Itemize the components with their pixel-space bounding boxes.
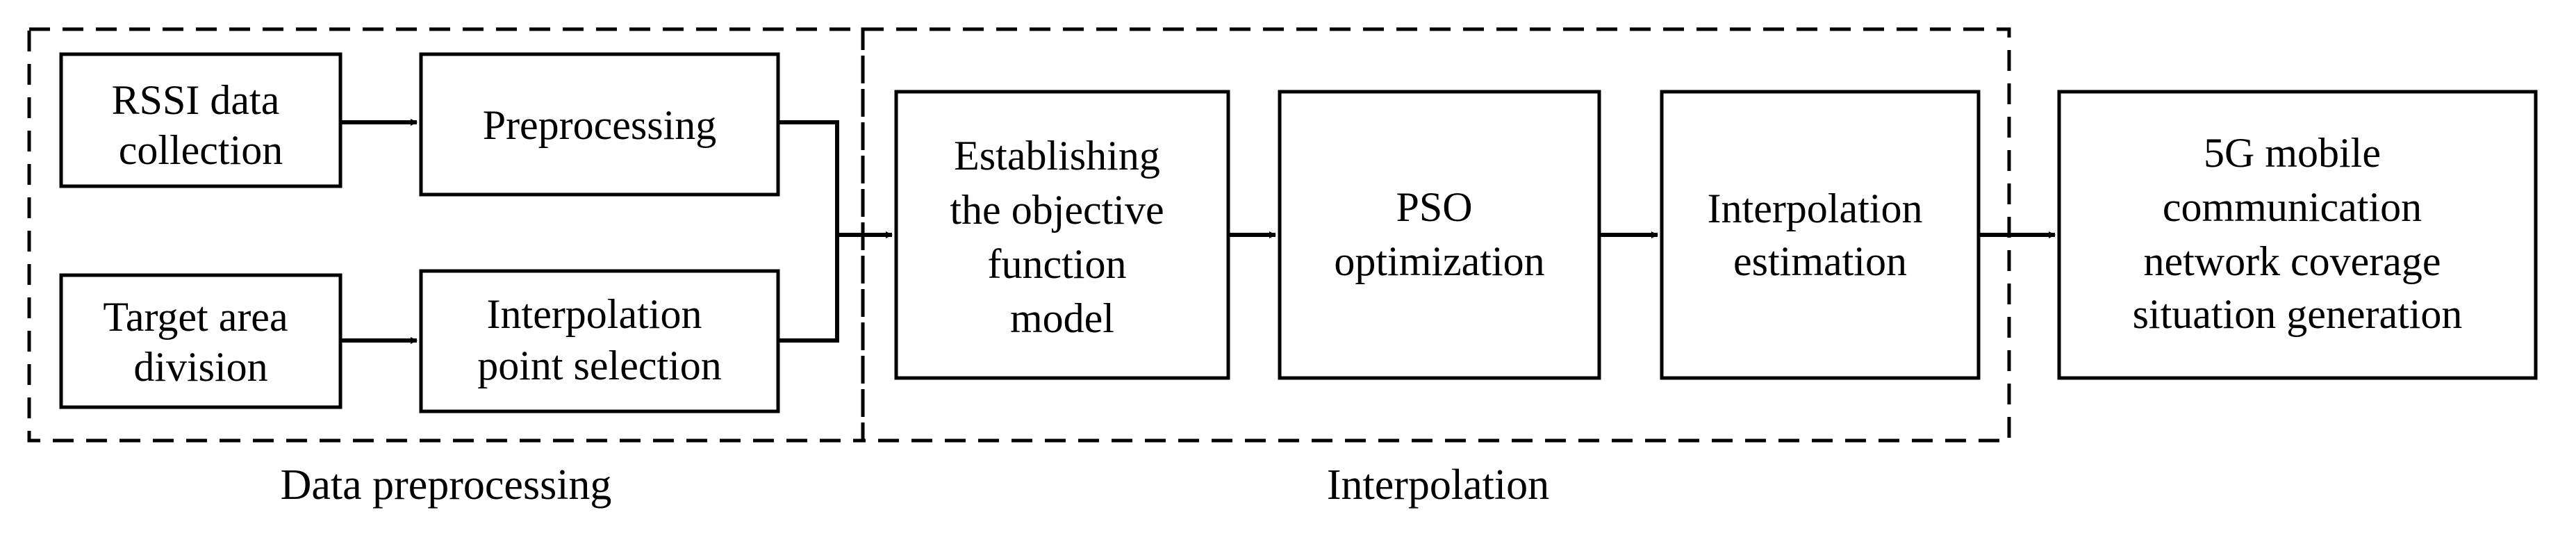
target-area-division-label: Target area division bbox=[103, 294, 298, 390]
interpolation-group-label: Interpolation bbox=[1327, 461, 1549, 509]
interpolation-point-selection-label: Interpolation point selection bbox=[477, 291, 722, 388]
connector-preprocessing-merge bbox=[778, 120, 839, 235]
data-preprocessing-group-label: Data preprocessing bbox=[281, 461, 612, 509]
interpolation-estimation-label: Interpolation estimation bbox=[1708, 186, 1933, 284]
objective-function-model-label: Establishing the objective function mode… bbox=[950, 133, 1174, 341]
coverage-situation-generation-label: 5G mobile communication network coverage… bbox=[2133, 130, 2463, 337]
objective-function-model-box bbox=[894, 90, 1230, 380]
interpolation-estimation-box bbox=[1660, 90, 1981, 380]
connector-interp-point-merge bbox=[778, 235, 839, 343]
preprocessing-box bbox=[419, 52, 780, 197]
rssi-data-collection-box bbox=[59, 52, 342, 188]
preprocessing-label: Preprocessing bbox=[483, 102, 717, 148]
coverage-situation-generation-box bbox=[2057, 90, 2538, 380]
rssi-data-collection-label: RSSI data collection bbox=[112, 77, 290, 173]
pso-optimization-box bbox=[1278, 90, 1601, 380]
pso-optimization-label: PSO optimization bbox=[1334, 184, 1544, 284]
